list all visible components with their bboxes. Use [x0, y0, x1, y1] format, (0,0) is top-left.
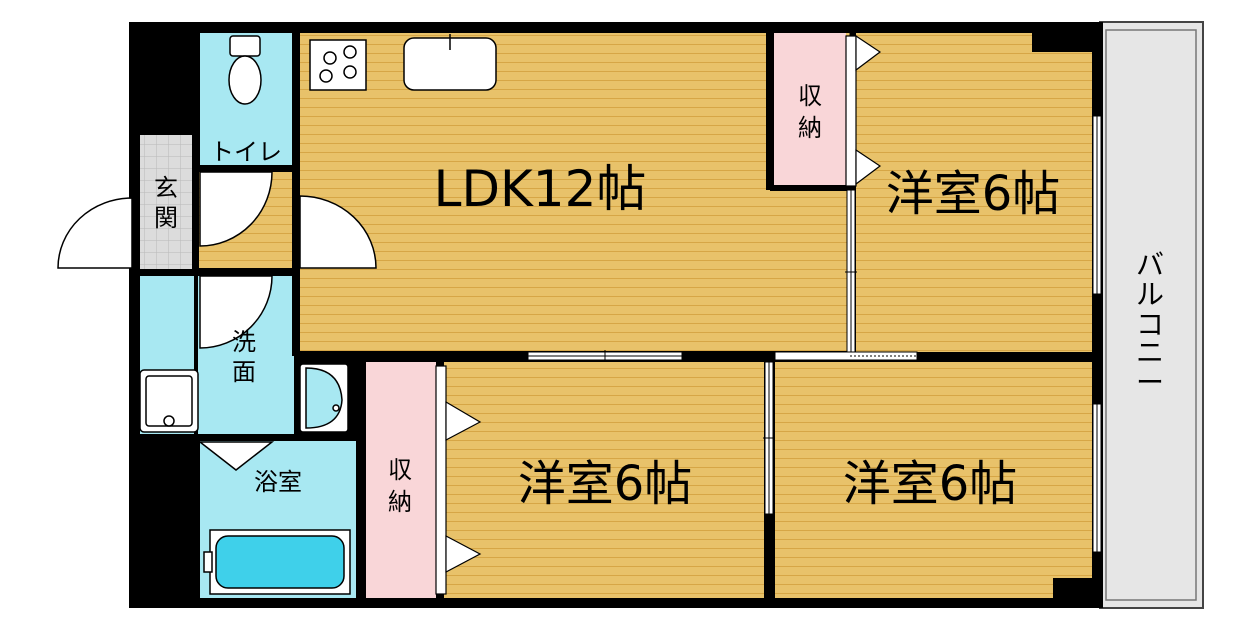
- room-top-right-label: 洋室6帖: [886, 166, 1061, 222]
- balcony-area: [1099, 21, 1204, 609]
- room-bottom-middle-floor: [444, 362, 764, 598]
- balcony-label-1: バ: [1136, 248, 1164, 281]
- washbasin-icon: [299, 363, 349, 433]
- room-top-right-floor: [856, 52, 1092, 352]
- ldk-door: [299, 195, 377, 269]
- washroom-label-2: 面: [232, 358, 256, 386]
- sink-icon: [403, 34, 497, 91]
- ldk-label: LDK12帖: [434, 160, 647, 218]
- washing-machine-pan-icon: [139, 369, 199, 433]
- toilet-label: トイレ: [210, 138, 282, 166]
- closet-bottom-doors: [435, 365, 482, 595]
- room-bottom-right-label: 洋室6帖: [843, 456, 1018, 512]
- closet-top: [774, 33, 846, 185]
- bathroom-door: [197, 441, 275, 471]
- entrance-label-2: 関: [154, 204, 178, 232]
- washroom-label-1: 洗: [232, 328, 256, 356]
- closet-bottom: [366, 362, 436, 598]
- entrance-floor: [140, 135, 192, 269]
- closet-bottom-label-2: 納: [388, 488, 412, 516]
- balcony-label-4: ニ: [1136, 336, 1164, 369]
- ldk-floor: [300, 33, 850, 351]
- stove-icon: [309, 39, 367, 91]
- entrance-door: [57, 197, 133, 269]
- bathtub-icon: [203, 529, 351, 595]
- room-bottom-middle-label: 洋室6帖: [518, 456, 693, 512]
- bath-label: 浴室: [254, 468, 302, 496]
- closet-top-doors: [845, 34, 882, 187]
- balcony-label-2: ル: [1136, 278, 1164, 311]
- entrance-label-1: 玄: [154, 174, 178, 202]
- toilet-door: [199, 171, 273, 247]
- balcony-label-5: ー: [1136, 366, 1164, 399]
- closet-bottom-label-1: 収: [388, 456, 412, 484]
- toilet-icon: [228, 35, 262, 105]
- room-bottom-right-floor: [775, 362, 1092, 598]
- closet-top-label-1: 収: [798, 82, 822, 110]
- closet-top-label-2: 納: [798, 114, 822, 142]
- balcony-label-3: コ: [1136, 308, 1164, 341]
- washroom-door: [199, 275, 273, 349]
